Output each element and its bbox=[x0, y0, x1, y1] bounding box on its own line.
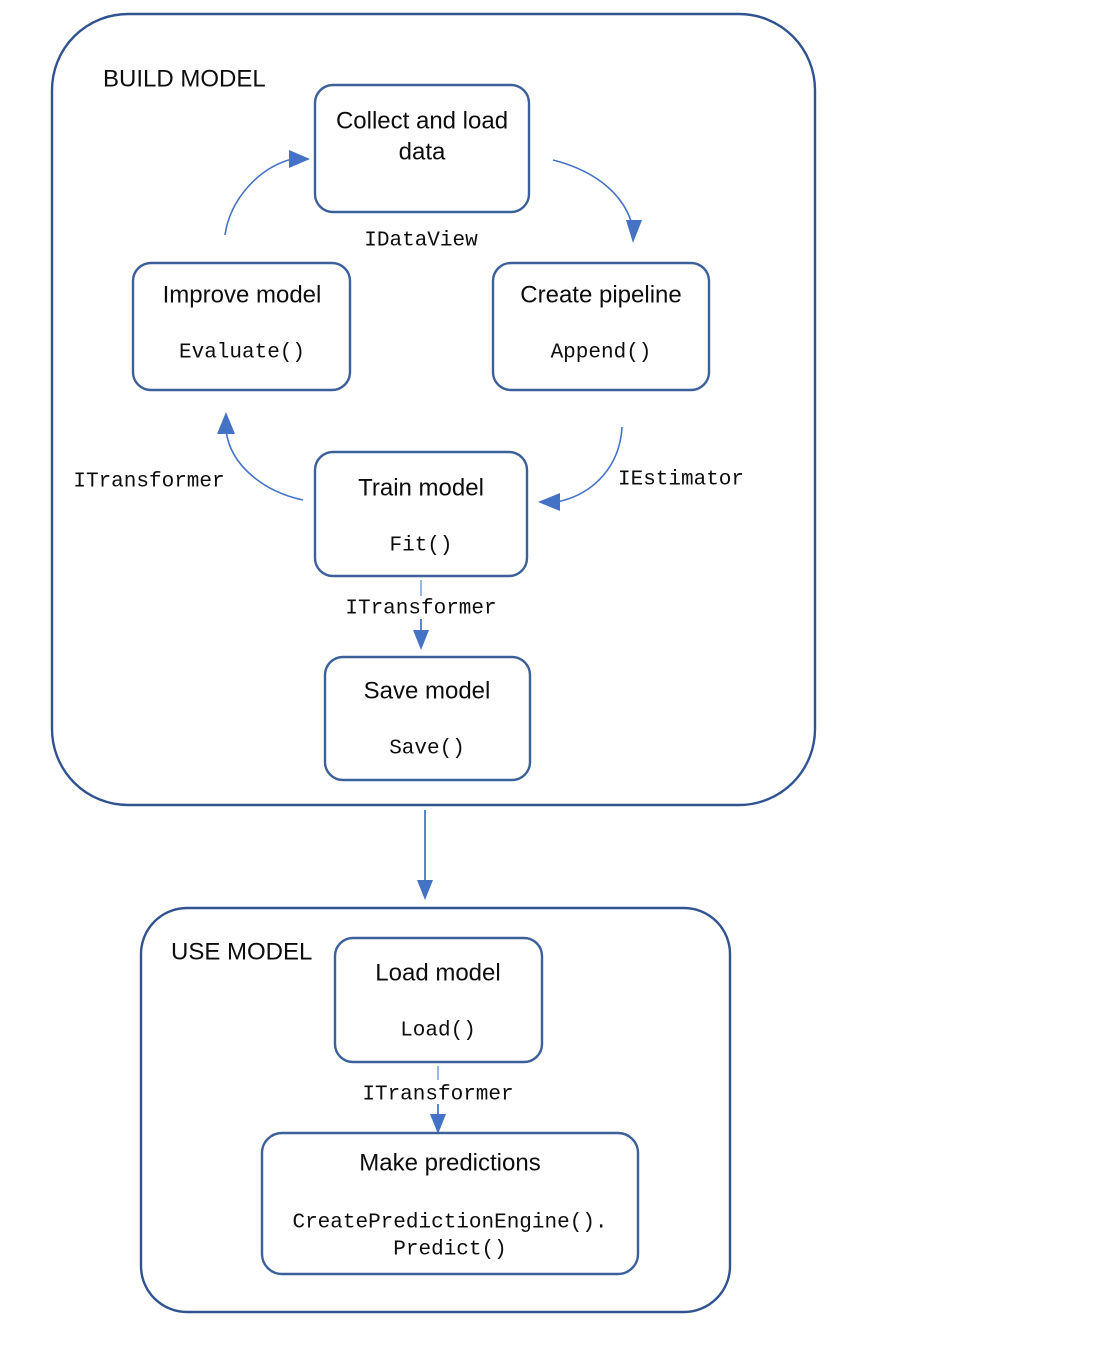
node-predict-title: Make predictions bbox=[359, 1149, 540, 1176]
node-load-model[interactable] bbox=[333, 936, 544, 1064]
arrowhead-load-to-predict bbox=[430, 1114, 446, 1134]
edge-label-idataview: IDataView bbox=[364, 230, 478, 253]
edge-curve-pipeline-to-train bbox=[556, 426, 623, 503]
node-collect-title-line1: Collect and load bbox=[336, 107, 508, 134]
edge-curve-train-to-improve bbox=[225, 429, 304, 501]
node-load-title: Load model bbox=[375, 959, 500, 986]
build-model-group-frame bbox=[50, 12, 817, 807]
arrowhead-collect-to-pipeline bbox=[626, 220, 642, 243]
node-save-api: Save() bbox=[389, 738, 465, 761]
edge-label-itransformer-predict: ITransformer bbox=[362, 1084, 513, 1107]
node-predict-api-line2: Predict() bbox=[393, 1239, 506, 1262]
arrowhead-pipeline-to-train bbox=[538, 493, 560, 511]
edge-label-itransformer-save: ITransformer bbox=[345, 598, 496, 621]
use-model-group-frame bbox=[139, 906, 732, 1314]
node-pipeline-title: Create pipeline bbox=[520, 281, 681, 308]
arrowhead-improve-to-collect bbox=[289, 150, 310, 168]
node-train-title: Train model bbox=[358, 474, 484, 501]
arrowhead-train-to-improve bbox=[217, 412, 235, 434]
use-model-group-label: USE MODEL bbox=[171, 938, 312, 965]
node-save-title: Save model bbox=[364, 677, 491, 704]
edge-label-iestimator: IEstimator bbox=[618, 469, 744, 492]
edge-curve-collect-to-pipeline bbox=[552, 159, 634, 229]
node-predict-api-line1: CreatePredictionEngine(). bbox=[292, 1212, 607, 1235]
node-pipeline-api: Append() bbox=[551, 342, 652, 365]
node-make-predictions[interactable] bbox=[260, 1131, 640, 1276]
build-model-group-label: BUILD MODEL bbox=[103, 65, 266, 92]
node-save-model[interactable] bbox=[323, 655, 532, 782]
node-collect-and-load-data[interactable] bbox=[313, 83, 531, 214]
edge-curve-improve-to-collect bbox=[224, 158, 293, 236]
node-load-api: Load() bbox=[400, 1020, 476, 1043]
node-improve-title: Improve model bbox=[163, 281, 322, 308]
node-train-api: Fit() bbox=[389, 535, 452, 558]
arrowhead-train-to-save bbox=[413, 630, 429, 650]
arrowhead-build-to-use bbox=[417, 880, 433, 900]
node-train-model[interactable] bbox=[313, 450, 529, 578]
node-improve-api: Evaluate() bbox=[179, 342, 305, 365]
edge-label-itransformer-improve: ITransformer bbox=[73, 471, 224, 494]
node-create-pipeline[interactable] bbox=[491, 261, 711, 392]
node-improve-model[interactable] bbox=[131, 261, 352, 392]
node-collect-title-line2: data bbox=[399, 138, 446, 165]
